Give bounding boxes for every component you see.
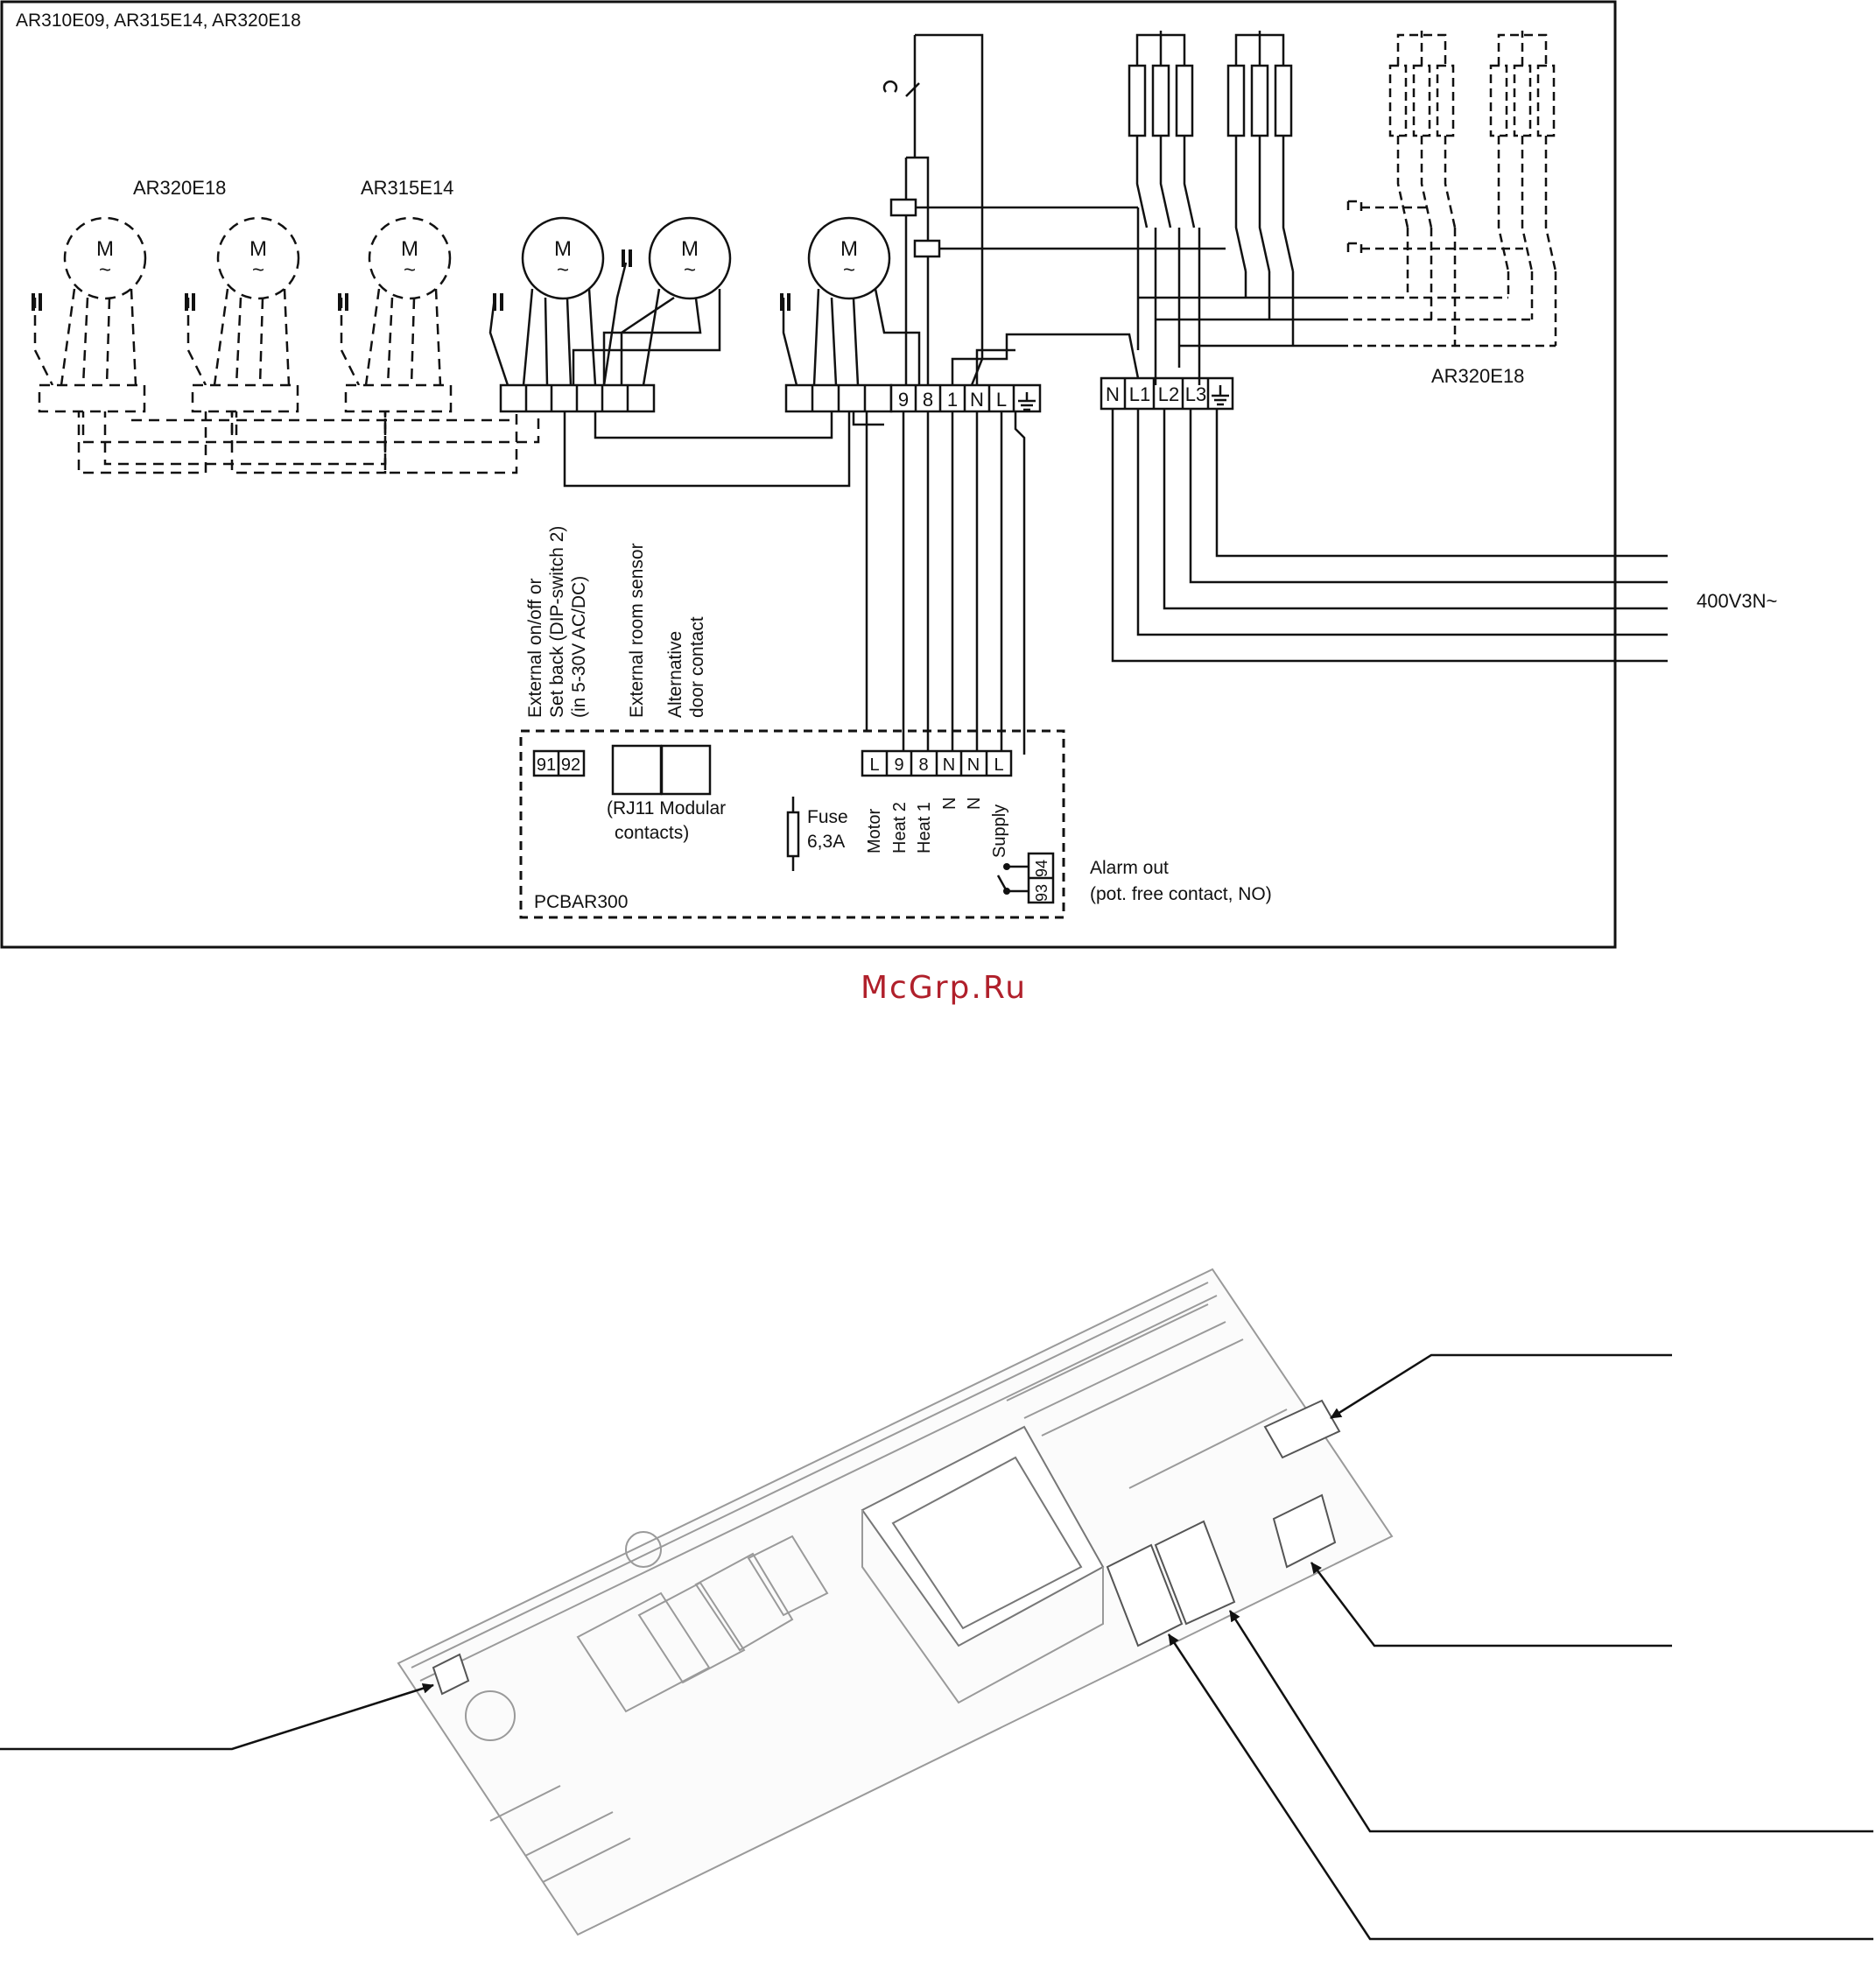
motor-ar315 <box>368 216 452 300</box>
bottom-label-n: N <box>940 797 959 810</box>
callout-lines <box>0 1353 1873 1941</box>
motor-2 <box>648 216 732 300</box>
motor-label: M <box>840 237 858 261</box>
label-external-onoff: External on/off or <box>525 578 545 718</box>
motor-3 <box>807 216 891 300</box>
motor-label: M <box>401 237 418 261</box>
rj11-label: (RJ11 Modular <box>607 798 726 818</box>
supply-terminal-label: L1 <box>1129 383 1150 405</box>
callout-terminal-9394 <box>1310 1562 1672 1647</box>
motor-label: M <box>249 237 267 261</box>
wiring-diagram <box>0 0 1617 949</box>
callout-terminal-9192 <box>0 1682 434 1751</box>
terminal-label: 9 <box>898 389 909 411</box>
motor-1 <box>521 216 605 300</box>
pcb-terminal: 9 <box>894 755 903 775</box>
motor-label: M <box>554 237 572 261</box>
pcb-name: PCBAR300 <box>534 892 628 912</box>
terminal-label: 8 <box>923 389 933 411</box>
motor-label: M <box>681 237 699 261</box>
terminal-block-supply <box>1100 376 1234 411</box>
motor-ar320-2 <box>216 216 300 300</box>
diagram-frame <box>0 0 1617 949</box>
bottom-label-motor: Motor <box>865 809 884 854</box>
ac-symbol: ~ <box>404 258 416 282</box>
motor-ar320-1 <box>63 216 147 300</box>
label-voltage-range: (in 5-30V AC/DC) <box>569 576 589 718</box>
alarm-description: (pot. free contact, NO) <box>1090 884 1272 904</box>
fuse <box>786 811 800 858</box>
fuse-label: Fuse <box>807 807 848 827</box>
ac-symbol: ~ <box>99 258 111 282</box>
relay-1 <box>889 198 917 217</box>
callout-rj11-2 <box>1167 1633 1873 1941</box>
terminal-label: 1 <box>947 389 958 411</box>
group-label-ar315e14: AR315E14 <box>361 177 453 199</box>
rj11-socket-1 <box>611 744 663 796</box>
terminal-label: N <box>970 389 984 411</box>
supply-terminal-label: L2 <box>1158 383 1179 405</box>
terminal-93: 93 <box>1033 884 1050 902</box>
ac-symbol: ~ <box>252 258 264 282</box>
pcb-terminal: N <box>943 755 955 775</box>
bottom-label-supply: Supply <box>990 804 1009 858</box>
bottom-label-heat2: Heat 2 <box>890 802 910 854</box>
ac-symbol: ~ <box>684 258 696 282</box>
pcb-terminal: L <box>869 755 879 775</box>
supply-terminal-label: L3 <box>1185 383 1206 405</box>
pcb-terminal: L <box>994 755 1003 775</box>
callout-rj11-1 <box>1228 1610 1873 1833</box>
pcb-terminal: 8 <box>918 755 928 775</box>
alarm-label: Alarm out <box>1090 858 1169 878</box>
rj11-socket-2 <box>660 744 712 796</box>
pcb-terminal: N <box>967 755 980 775</box>
motor-label: M <box>96 237 114 261</box>
label-setback: Set back (DIP-switch 2) <box>547 526 567 718</box>
fuse-rating: 6,3A <box>807 832 845 852</box>
terminal-94: 94 <box>1033 860 1050 877</box>
group-label-heaters-ar320e18: AR320E18 <box>1431 365 1524 387</box>
diagram-title: AR310E09, AR315E14, AR320E18 <box>16 11 301 31</box>
ac-symbol: ~ <box>843 258 855 282</box>
callout-dip-switch <box>1330 1353 1672 1420</box>
terminal-label: L <box>996 389 1007 411</box>
bottom-label-heat1: Heat 1 <box>915 802 934 854</box>
terminal-91: 91 <box>537 755 556 775</box>
label-room-sensor: External room sensor <box>627 543 647 718</box>
relay-2 <box>913 239 941 258</box>
label-alternative: Alternative <box>665 631 685 718</box>
group-label-ar320e18: AR320E18 <box>133 177 226 199</box>
label-door-contact: door contact <box>687 616 707 718</box>
supply-voltage-label: 400V3N~ <box>1697 590 1777 612</box>
ac-symbol: ~ <box>557 258 569 282</box>
pcb-box <box>519 729 1065 919</box>
rj11-label: contacts) <box>615 823 689 843</box>
bottom-label-n: N <box>965 797 984 810</box>
pcb-illustration <box>397 1268 1394 1936</box>
watermark: McGrp.Ru <box>861 970 1027 1006</box>
terminal-92: 92 <box>561 755 580 775</box>
supply-terminal-label: N <box>1106 383 1120 405</box>
